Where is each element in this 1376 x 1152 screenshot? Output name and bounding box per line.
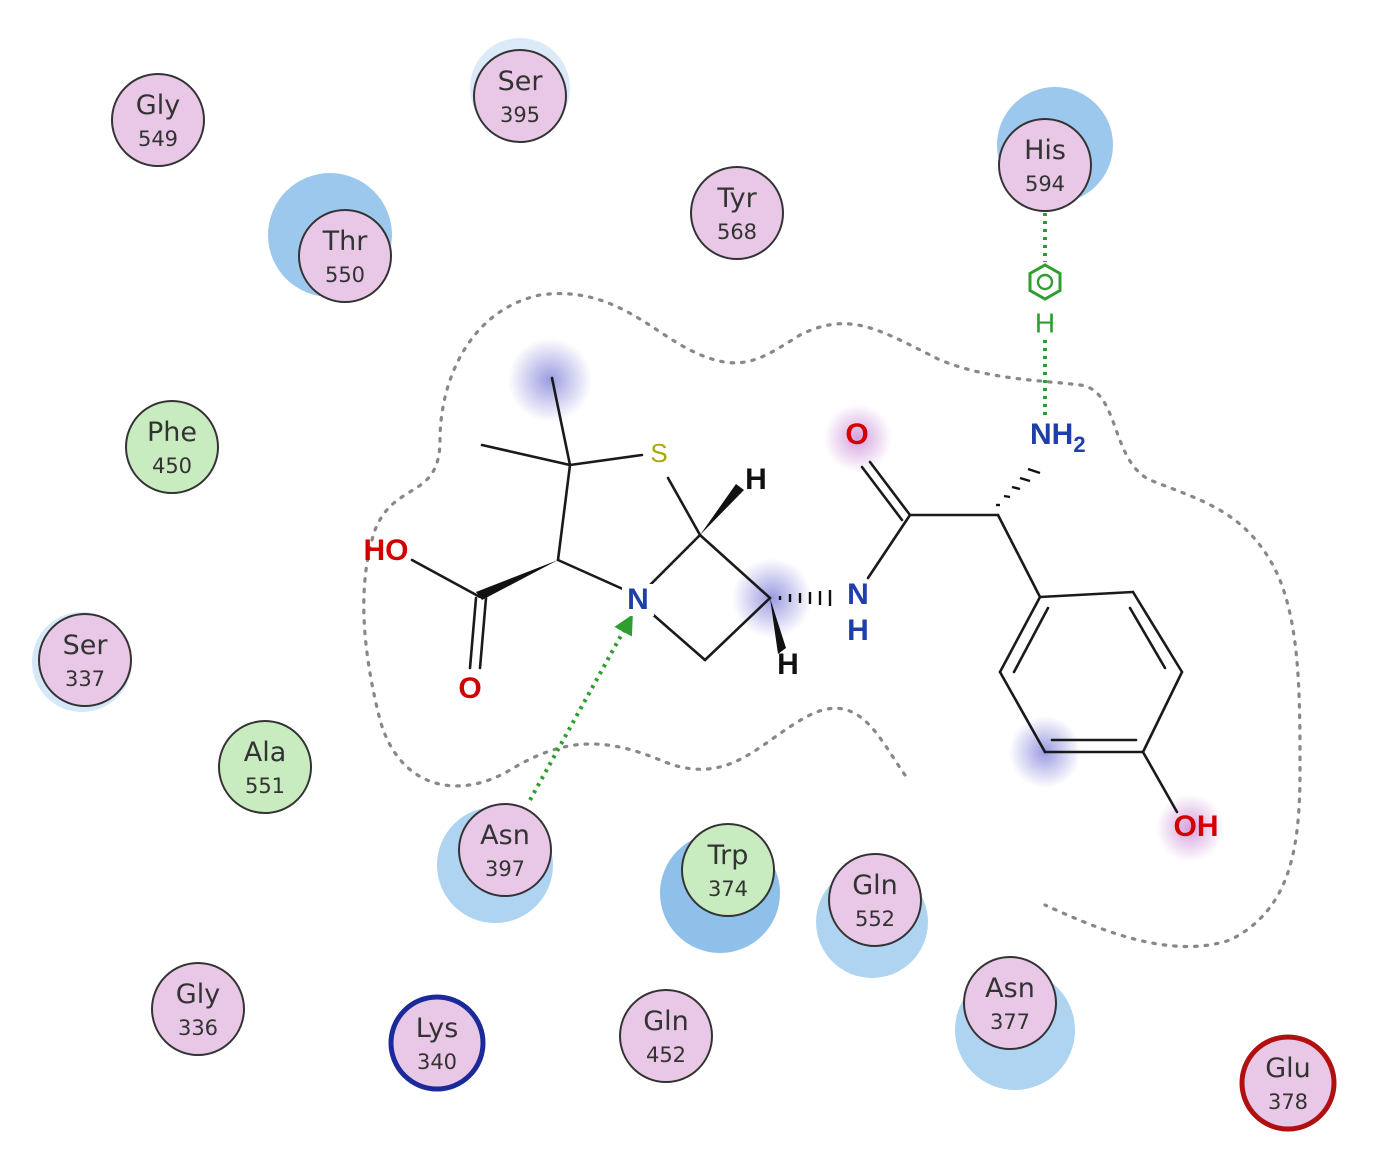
ligand-atoms: S N HO O O H H N H NH2 OH (364, 418, 1219, 843)
residue-number: 568 (717, 220, 757, 244)
residue-disc (298, 209, 392, 303)
residue-asn397: Asn 397 (458, 803, 552, 897)
residue-his594: His 594 (998, 118, 1092, 212)
atom-oxygen-amide: O (845, 418, 868, 451)
interactions: H (528, 205, 1062, 801)
halo-amide-o (824, 404, 892, 472)
hbond-asn397-n (528, 614, 633, 801)
atom-hydrogen-top: H (745, 463, 767, 496)
atom-phenol-oh: OH (1174, 810, 1219, 843)
binding-pocket-outline (362, 292, 1302, 949)
residue-disc (388, 994, 486, 1092)
halo-c6 (732, 558, 812, 638)
residue-number: 374 (708, 877, 748, 901)
residue-ser337: Ser 337 (38, 613, 132, 707)
residue-disc (690, 166, 784, 260)
residues: Gly549Ser395His594Tyr568Thr550Phe450Ser3… (38, 49, 1337, 1132)
amine-label: NH (1030, 418, 1073, 451)
residue-name: Gly (136, 90, 180, 121)
residue-name: Tyr (716, 183, 757, 214)
residue-disc (111, 73, 205, 167)
pi-h-label: H (1035, 307, 1055, 338)
residue-phe450: Phe 450 (125, 400, 219, 494)
residue-number: 552 (855, 907, 895, 931)
residue-lys340: Lys 340 (388, 994, 486, 1092)
residue-ser395: Ser 395 (473, 49, 567, 143)
ligand-bonds (410, 376, 1184, 814)
residue-gly549: Gly 549 (111, 73, 205, 167)
residue-number: 337 (65, 667, 105, 691)
residue-number: 550 (325, 263, 365, 287)
residue-name: Thr (322, 226, 369, 257)
residue-disc (218, 720, 312, 814)
residue-disc (998, 118, 1092, 212)
residue-name: Ala (244, 737, 287, 768)
residue-disc (828, 853, 922, 947)
residue-name: His (1024, 135, 1066, 166)
residue-disc (125, 400, 219, 494)
residue-name: Lys (416, 1013, 459, 1044)
residue-asn377: Asn 377 (963, 956, 1057, 1050)
atom-oxygen-acid: O (458, 672, 481, 705)
residue-name: Gln (852, 870, 898, 901)
residue-name: Asn (985, 973, 1035, 1004)
residue-name: Gln (643, 1006, 689, 1037)
residue-number: 397 (485, 857, 525, 881)
residue-number: 395 (500, 103, 540, 127)
residue-thr550: Thr 550 (298, 209, 392, 303)
residue-name: Ser (63, 630, 109, 661)
residue-disc (38, 613, 132, 707)
residue-glu378: Glu 378 (1239, 1034, 1337, 1132)
residue-tyr568: Tyr 568 (690, 166, 784, 260)
halo-phenol-oh (1156, 794, 1224, 862)
atom-hydrogen-bottom: H (777, 648, 799, 681)
halo-methyl (508, 338, 592, 422)
residue-name: Phe (147, 417, 197, 448)
atom-hydroxyl-acid: HO (364, 534, 409, 567)
residue-disc (458, 803, 552, 897)
residue-number: 336 (178, 1016, 218, 1040)
atom-amide-nitrogen: N (847, 578, 869, 611)
residue-disc (151, 962, 245, 1056)
residue-number: 377 (990, 1010, 1030, 1034)
residue-number: 452 (646, 1043, 686, 1067)
residue-name: Asn (480, 820, 530, 851)
residue-disc (963, 956, 1057, 1050)
residue-disc (473, 49, 567, 143)
residue-number: 549 (138, 127, 178, 151)
residue-number: 378 (1268, 1090, 1308, 1114)
amine-subscript: 2 (1073, 432, 1085, 457)
residue-number: 450 (152, 454, 192, 478)
residue-disc (619, 989, 713, 1083)
residue-gln452: Gln 452 (619, 989, 713, 1083)
aromatic-ring-icon (1028, 263, 1062, 301)
atom-amide-hydrogen: H (847, 614, 869, 647)
atom-amine: NH2 (1030, 418, 1086, 457)
residue-number: 340 (417, 1050, 457, 1074)
residue-name: Glu (1265, 1053, 1311, 1084)
atom-sulfur: S (650, 438, 667, 468)
residue-ala551: Ala 551 (218, 720, 312, 814)
residue-number: 594 (1025, 172, 1065, 196)
residue-trp374: Trp 374 (681, 823, 775, 917)
atom-ring-nitrogen: N (627, 583, 649, 616)
residue-number: 551 (245, 774, 285, 798)
residue-name: Gly (176, 979, 220, 1010)
residue-gly336: Gly 336 (151, 962, 245, 1056)
residue-name: Ser (498, 66, 544, 97)
residue-disc (1239, 1034, 1337, 1132)
residue-gln552: Gln 552 (828, 853, 922, 947)
exposure-halos (32, 38, 1113, 1090)
residue-disc (681, 823, 775, 917)
residue-name: Trp (707, 840, 749, 871)
